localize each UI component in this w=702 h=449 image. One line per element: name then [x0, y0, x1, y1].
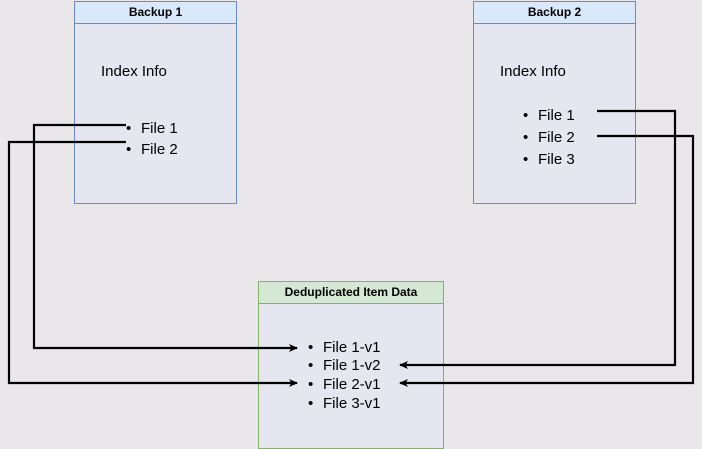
backup1-index-info-label: Index Info [101, 63, 167, 80]
dedup-box[interactable]: Deduplicated Item Data File 1-v1 File 1-… [258, 281, 444, 449]
backup2-box[interactable]: Backup 2 Index Info File 1 File 2 File 3 [473, 1, 636, 204]
backup2-body: Index Info File 1 File 2 File 3 [474, 24, 635, 203]
backup1-file-item[interactable]: File 2 [126, 139, 178, 160]
backup2-file-item[interactable]: File 2 [523, 127, 575, 149]
dedup-body: File 1-v1 File 1-v2 File 2-v1 File 3-v1 [259, 304, 443, 448]
backup2-file-item[interactable]: File 1 [523, 105, 575, 127]
backup1-body: Index Info File 1 File 2 [75, 24, 236, 203]
backup2-title: Backup 2 [474, 2, 635, 24]
backup2-file-list: File 1 File 2 File 3 [523, 105, 575, 171]
backup1-title: Backup 1 [75, 2, 236, 24]
dedup-file-list: File 1-v1 File 1-v2 File 2-v1 File 3-v1 [308, 339, 381, 413]
backup1-file-list: File 1 File 2 [126, 118, 178, 160]
backup1-file-item[interactable]: File 1 [126, 118, 178, 139]
backup1-box[interactable]: Backup 1 Index Info File 1 File 2 [74, 1, 237, 204]
backup2-index-info-label: Index Info [500, 63, 566, 80]
dedup-file-item[interactable]: File 1-v2 [308, 357, 381, 375]
dedup-file-item[interactable]: File 1-v1 [308, 339, 381, 357]
backup2-file-item[interactable]: File 3 [523, 149, 575, 171]
dedup-title: Deduplicated Item Data [259, 282, 443, 304]
dedup-file-item[interactable]: File 3-v1 [308, 394, 381, 413]
dedup-file-item[interactable]: File 2-v1 [308, 375, 381, 394]
